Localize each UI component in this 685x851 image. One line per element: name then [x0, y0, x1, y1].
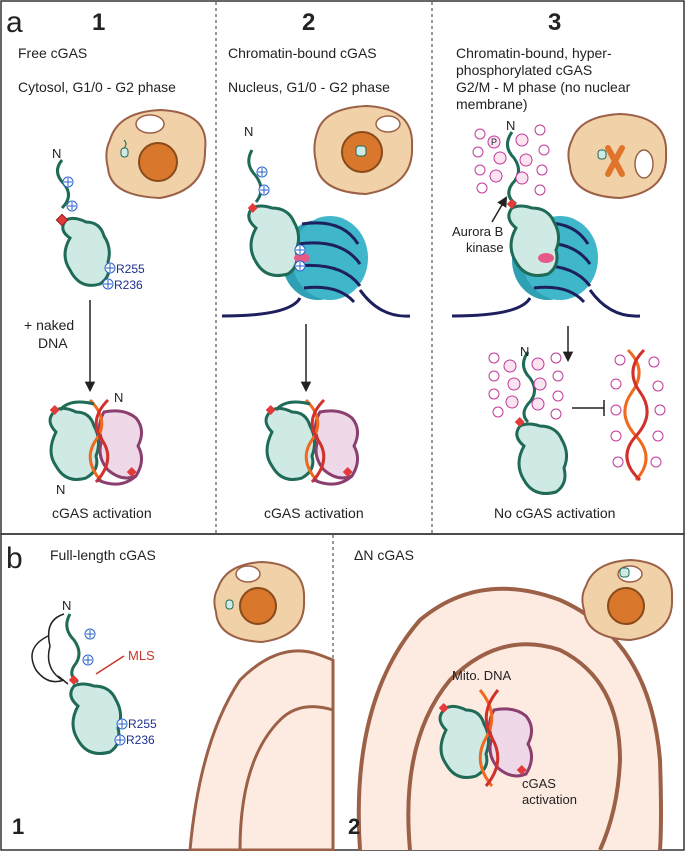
- cell-icon-cytosol: [105, 108, 207, 200]
- b1-residue-r236: R236: [126, 733, 155, 747]
- col1-subtitle: Cytosol, G1/0 - G2 phase: [18, 79, 176, 95]
- col3-title-3: G2/M - M phase (no nuclear: [456, 79, 631, 95]
- cell-icon-b1: [213, 560, 306, 644]
- col1-number: 1: [92, 9, 105, 36]
- phospho-group-col3-top: [472, 124, 550, 196]
- col2-result: cGAS activation: [264, 505, 364, 521]
- b2-result-2: activation: [522, 792, 577, 807]
- col1-arrow-label-2: DNA: [38, 335, 68, 351]
- cgas-monomer-col2: [247, 149, 310, 277]
- cell-icon-b2: [581, 558, 674, 642]
- col3-title-4: membrane): [456, 96, 528, 112]
- col2-subtitle: Nucleus, G1/0 - G2 phase: [228, 79, 390, 95]
- phospho-label-sample: P: [491, 137, 497, 147]
- b1-n-label: N: [62, 598, 71, 613]
- col1-dimer-n-bottom: N: [56, 482, 65, 497]
- col1-result: cGAS activation: [52, 505, 152, 521]
- col2-title: Chromatin-bound cGAS: [228, 45, 377, 61]
- col3-n-label: N: [506, 118, 515, 133]
- b1-mls-label: MLS: [128, 648, 155, 663]
- cgas-dimer-b2: [438, 689, 533, 787]
- col1-title: Free cGAS: [18, 45, 87, 61]
- b1-number: 1: [12, 814, 24, 839]
- cell-icon-nucleus: [313, 104, 414, 196]
- col3-title-1: Chromatin-bound, hyper-: [456, 45, 612, 61]
- col3-n-label-2: N: [520, 344, 529, 359]
- kinase-label-1: Aurora B: [452, 224, 503, 239]
- col1-residue-r255: R255: [116, 262, 145, 276]
- inhibition-symbol: [572, 400, 605, 416]
- b1-residue-r255: R255: [128, 717, 157, 731]
- cgas-dimer-col2: [264, 398, 359, 486]
- col3-result: No cGAS activation: [494, 505, 615, 521]
- b2-dna-label: Mito. DNA: [452, 668, 512, 683]
- kinase-label-2: kinase: [466, 240, 504, 255]
- b2-result-1: cGAS: [522, 776, 556, 791]
- col2-dna-strand: [221, 289, 411, 318]
- cell-icon-mitosis: [567, 112, 668, 200]
- col3-number: 3: [548, 9, 561, 36]
- naked-dna-col3: [610, 348, 666, 482]
- cgas-monomer-col3: [506, 131, 561, 277]
- col1-dimer-n-top: N: [114, 390, 123, 405]
- phospho-group-col3-bottom: [488, 352, 564, 420]
- b2-title: ΔN cGAS: [354, 547, 414, 563]
- cgas-full-length-b1: [31, 613, 128, 755]
- col1-residue-r236: R236: [114, 278, 143, 292]
- panel-b-frame: [0, 533, 685, 851]
- cgas-monomer-col1: [55, 159, 116, 290]
- b1-title: Full-length cGAS: [50, 547, 156, 563]
- cgas-dimer-col1: [48, 398, 143, 486]
- kinase-arrow: [491, 196, 508, 223]
- mitochondrion-b1: [188, 649, 335, 851]
- col1-arrow-label-1: + naked: [24, 317, 74, 333]
- col1-n-label: N: [52, 146, 61, 161]
- col3-dna-strand: [451, 289, 641, 318]
- col2-n-label: N: [244, 124, 253, 139]
- panel-b-letter: b: [6, 542, 23, 575]
- col2-number: 2: [302, 9, 315, 36]
- panel-a-letter: a: [6, 6, 23, 39]
- b2-number: 2: [348, 814, 360, 839]
- col3-title-2: phosphorylated cGAS: [456, 62, 592, 78]
- cgas-monomer-col3-bottom: [514, 351, 569, 495]
